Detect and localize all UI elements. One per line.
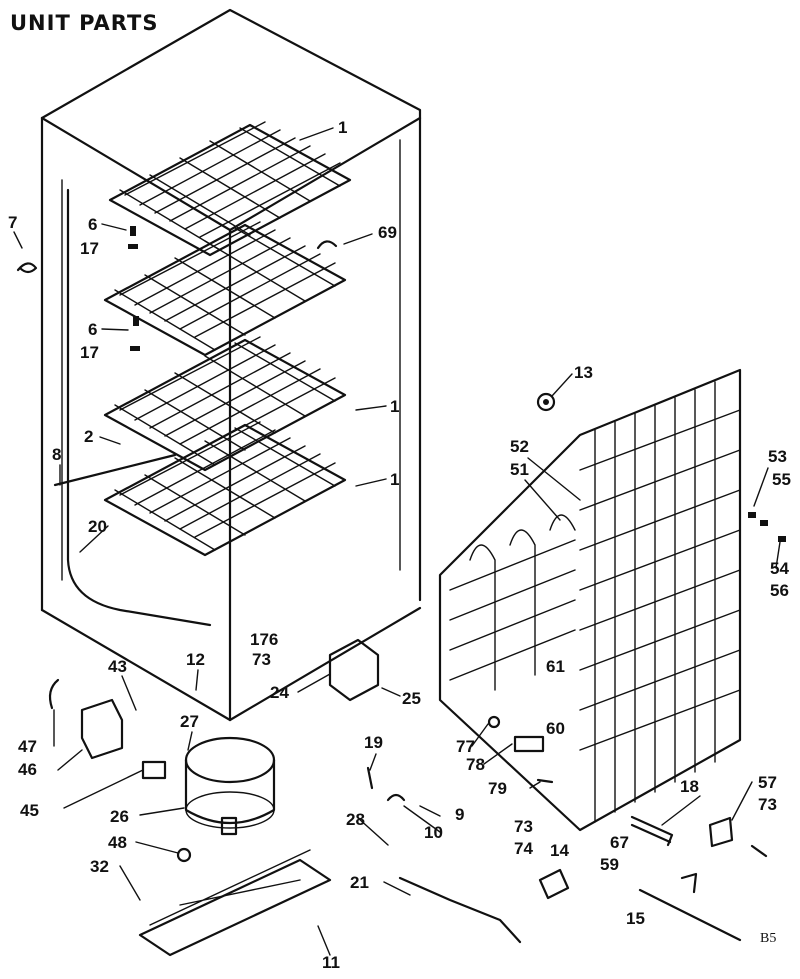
evaporator-shelf-4: [103, 421, 347, 557]
callout-20: 20: [88, 517, 107, 536]
clip-14-icon: [538, 868, 570, 900]
callout-79: 79: [488, 779, 507, 798]
cabinet-outline: [40, 8, 422, 722]
leader-lines: [13, 127, 781, 956]
callout-10: 10: [424, 823, 443, 842]
callout-13: 13: [574, 363, 593, 382]
callout-1c: 1: [390, 470, 399, 489]
callout-26: 26: [110, 807, 129, 826]
callout-11: 11: [322, 953, 340, 972]
shelf-clip-17a: [128, 244, 138, 249]
corner-code: B5: [760, 931, 776, 946]
callout-56: 56: [770, 581, 789, 600]
callout-78: 78: [466, 755, 485, 774]
callout-47: 47: [18, 737, 37, 756]
callout-55: 55: [772, 470, 791, 489]
callout-6a: 6: [88, 215, 97, 234]
relay-45-icon: [141, 760, 167, 780]
callout-73b: 73: [514, 817, 533, 836]
callouts: 1 1 1 2 6 6 7 8 9 10 11 12 13 14 15 17 1…: [8, 118, 791, 972]
callout-45: 45: [20, 801, 39, 820]
callout-12: 12: [186, 650, 205, 669]
callout-1a: 1: [338, 118, 347, 137]
evaporator-shelf-1: [108, 121, 352, 257]
callout-48: 48: [108, 833, 127, 852]
compressor-base-32: [138, 849, 332, 957]
shelf-screw-6b: [133, 316, 139, 326]
callout-46: 46: [18, 760, 37, 779]
callout-24: 24: [270, 683, 289, 702]
callout-61: 61: [546, 657, 565, 676]
callout-9: 9: [455, 805, 464, 824]
callout-7: 7: [8, 213, 17, 232]
callout-43: 43: [108, 657, 127, 676]
evaporator-shelf-3: [103, 336, 347, 472]
tube-18-icon: [630, 815, 674, 847]
callout-73c: 73: [758, 795, 777, 814]
grommet-13-icon: [536, 392, 556, 412]
callout-53: 53: [768, 447, 787, 466]
callout-54: 54: [770, 559, 789, 578]
callout-74: 74: [514, 839, 533, 858]
bracket-67-icon: [680, 872, 698, 894]
clip-7-icon: [16, 262, 38, 274]
callout-69: 69: [378, 223, 397, 242]
wire-21-icon: [398, 876, 522, 944]
callout-2: 2: [84, 427, 93, 446]
callout-17b: 17: [80, 343, 99, 362]
callout-18: 18: [680, 777, 699, 796]
compressor-icon: [184, 736, 276, 836]
grommet-48-icon: [176, 847, 192, 863]
callout-21: 21: [350, 873, 369, 892]
screw-73-icon: [750, 844, 768, 858]
evaporator-shelf-2: [103, 221, 347, 357]
washer-77-icon: [487, 715, 501, 729]
thermostat-59-icon: [638, 888, 742, 942]
callout-67: 67: [610, 833, 629, 852]
callout-15: 15: [626, 909, 645, 928]
callout-27: 27: [180, 712, 199, 731]
callout-28: 28: [346, 810, 365, 829]
condenser-coil: [438, 368, 742, 832]
clip-19-icon: [366, 766, 374, 790]
callout-57: 57: [758, 773, 777, 792]
callout-14: 14: [550, 841, 569, 860]
callout-8: 8: [52, 445, 61, 464]
overload-46-icon: [80, 698, 124, 760]
shelf-clip-17b: [130, 346, 140, 351]
capillary-tube: [53, 453, 177, 487]
block-78-icon: [513, 735, 545, 753]
callout-51: 51: [510, 460, 529, 479]
callout-1b: 1: [390, 397, 399, 416]
relay-24-icon: [328, 638, 380, 702]
clip-69-icon: [316, 240, 338, 250]
callout-19: 19: [364, 733, 383, 752]
clip-10-icon: [386, 793, 406, 802]
callout-73a: 73: [252, 650, 271, 669]
clip-47-icon: [48, 678, 60, 710]
screw-79-icon: [536, 778, 554, 784]
callout-32: 32: [90, 857, 109, 876]
bracket-57-icon: [708, 816, 734, 848]
callout-17a: 17: [80, 239, 99, 258]
callout-6b: 6: [88, 320, 97, 339]
callout-77: 77: [456, 737, 475, 756]
callout-52: 52: [510, 437, 529, 456]
callout-60: 60: [546, 719, 565, 738]
diagram-title: UNIT PARTS: [10, 11, 158, 35]
callout-76: 176: [250, 630, 278, 649]
shelf-screw-6a: [130, 226, 136, 236]
suction-tube: [66, 188, 212, 627]
callout-59: 59: [600, 855, 619, 874]
callout-25: 25: [402, 689, 421, 708]
condenser-hardware-icon: [748, 512, 786, 542]
